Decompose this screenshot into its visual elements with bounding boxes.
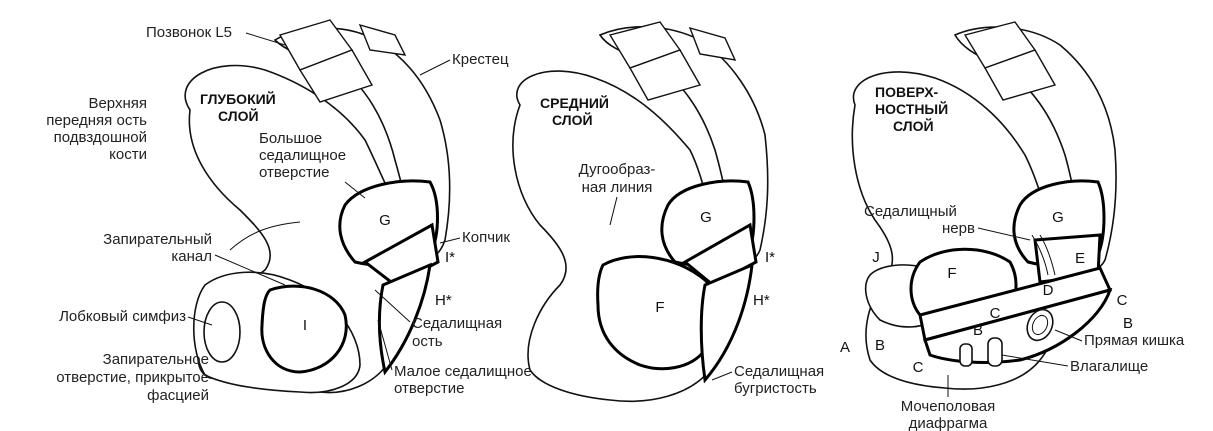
label-asis-line-3: подвздошной <box>54 129 147 146</box>
label-ischial-tuberosity-line-1: Седалищная <box>734 363 824 380</box>
label-obturator-canal-line-1: Запирательный <box>103 231 212 248</box>
letter-c-3: C <box>913 359 924 376</box>
letter-g-superficial: G <box>1052 209 1064 226</box>
marker-i-star-middle: I* <box>765 249 775 266</box>
panel-deep-layer: ГЛУБОКИЙ СЛОЙ G I I* H* Позвонок L5 Крес… <box>46 20 532 404</box>
label-obturator-foramen-line-3: фасцией <box>147 387 209 404</box>
label-lsf-line-1: Малое седалищное <box>394 363 532 380</box>
letter-b-3: B <box>875 337 885 354</box>
label-coccyx: Копчик <box>462 229 510 246</box>
label-vagina: Влагалище <box>1070 358 1148 375</box>
muscle-letter-f-middle: F <box>655 299 664 316</box>
middle-layer-title-line-1: СРЕДНИЙ <box>540 94 609 111</box>
label-arcuate-line-2: ная линия <box>582 179 653 196</box>
label-sacrum: Крестец <box>452 51 509 68</box>
label-arcuate-line-1: Дугообраз- <box>579 161 656 178</box>
label-urogenital-line-2: диафрагма <box>909 415 988 431</box>
sacral-vertebrae-superficial <box>965 22 1055 100</box>
label-sciatic-nerve-line-1: Седалищный <box>864 203 957 220</box>
letter-d: D <box>1043 282 1054 299</box>
letter-e: E <box>1075 250 1085 267</box>
label-obturator-canal-line-2: канал <box>171 248 212 265</box>
marker-h-star-middle: H* <box>753 292 770 309</box>
superficial-title-line-3: СЛОЙ <box>893 117 934 134</box>
letter-f-superficial: F <box>947 265 956 282</box>
label-asis-line-2: передняя ость <box>46 112 147 129</box>
deep-layer-title-line-1: ГЛУБОКИЙ <box>200 90 276 107</box>
label-gsf-line-2: седалищное <box>259 147 346 164</box>
letter-b-1: B <box>973 322 983 339</box>
label-lsf-line-2: отверстие <box>394 380 464 397</box>
letter-j: J <box>872 249 880 266</box>
marker-i-star: I* <box>445 249 455 266</box>
panel-superficial-layer: ПОВЕРХ- НОСТНЫЙ СЛОЙ G E F D C C C B B B… <box>840 22 1185 431</box>
label-gsf-line-1: Большое <box>259 130 322 147</box>
muscle-letter-g: G <box>379 212 391 229</box>
label-pubic-symphysis: Лобковый симфиз <box>59 308 186 325</box>
label-obturator-foramen-line-1: Запирательное <box>103 351 209 368</box>
letter-c-2: C <box>1117 292 1128 309</box>
marker-h-star: H* <box>435 292 452 309</box>
label-rectum: Прямая кишка <box>1084 332 1185 349</box>
superficial-title-line-1: ПОВЕРХ- <box>875 84 939 100</box>
pubic-symphysis <box>204 302 240 362</box>
middle-layer-title-line-2: СЛОЙ <box>552 111 593 128</box>
label-gsf-line-3: отверстие <box>259 164 329 181</box>
panel-middle-layer: СРЕДНИЙ СЛОЙ G F I* H* Дугообраз- ная ли… <box>513 22 824 401</box>
label-urogenital-line-1: Мочеполовая <box>901 398 996 415</box>
label-obturator-foramen-line-2: отверстие, прикрытое <box>56 369 209 386</box>
label-asis-line-1: Верхняя <box>88 95 147 112</box>
superficial-title-line-2: НОСТНЫЙ <box>875 100 948 117</box>
label-ischial-tuberosity-line-2: бугристость <box>734 380 817 397</box>
label-ischial-spine-line-1: Седалищная <box>412 315 502 332</box>
label-ischial-spine-line-2: ость <box>412 333 443 350</box>
label-vertebra-l5: Позвонок L5 <box>146 24 232 41</box>
deep-layer-title-line-2: СЛОЙ <box>218 107 259 124</box>
muscle-letter-g-middle: G <box>700 209 712 226</box>
label-sciatic-nerve-line-2: нерв <box>942 220 975 237</box>
letter-b-2: B <box>1123 315 1133 332</box>
letter-a: A <box>840 339 850 356</box>
label-asis-line-4: кости <box>109 146 147 163</box>
letter-c-1: C <box>990 305 1001 322</box>
muscle-letter-i: I <box>303 317 307 334</box>
